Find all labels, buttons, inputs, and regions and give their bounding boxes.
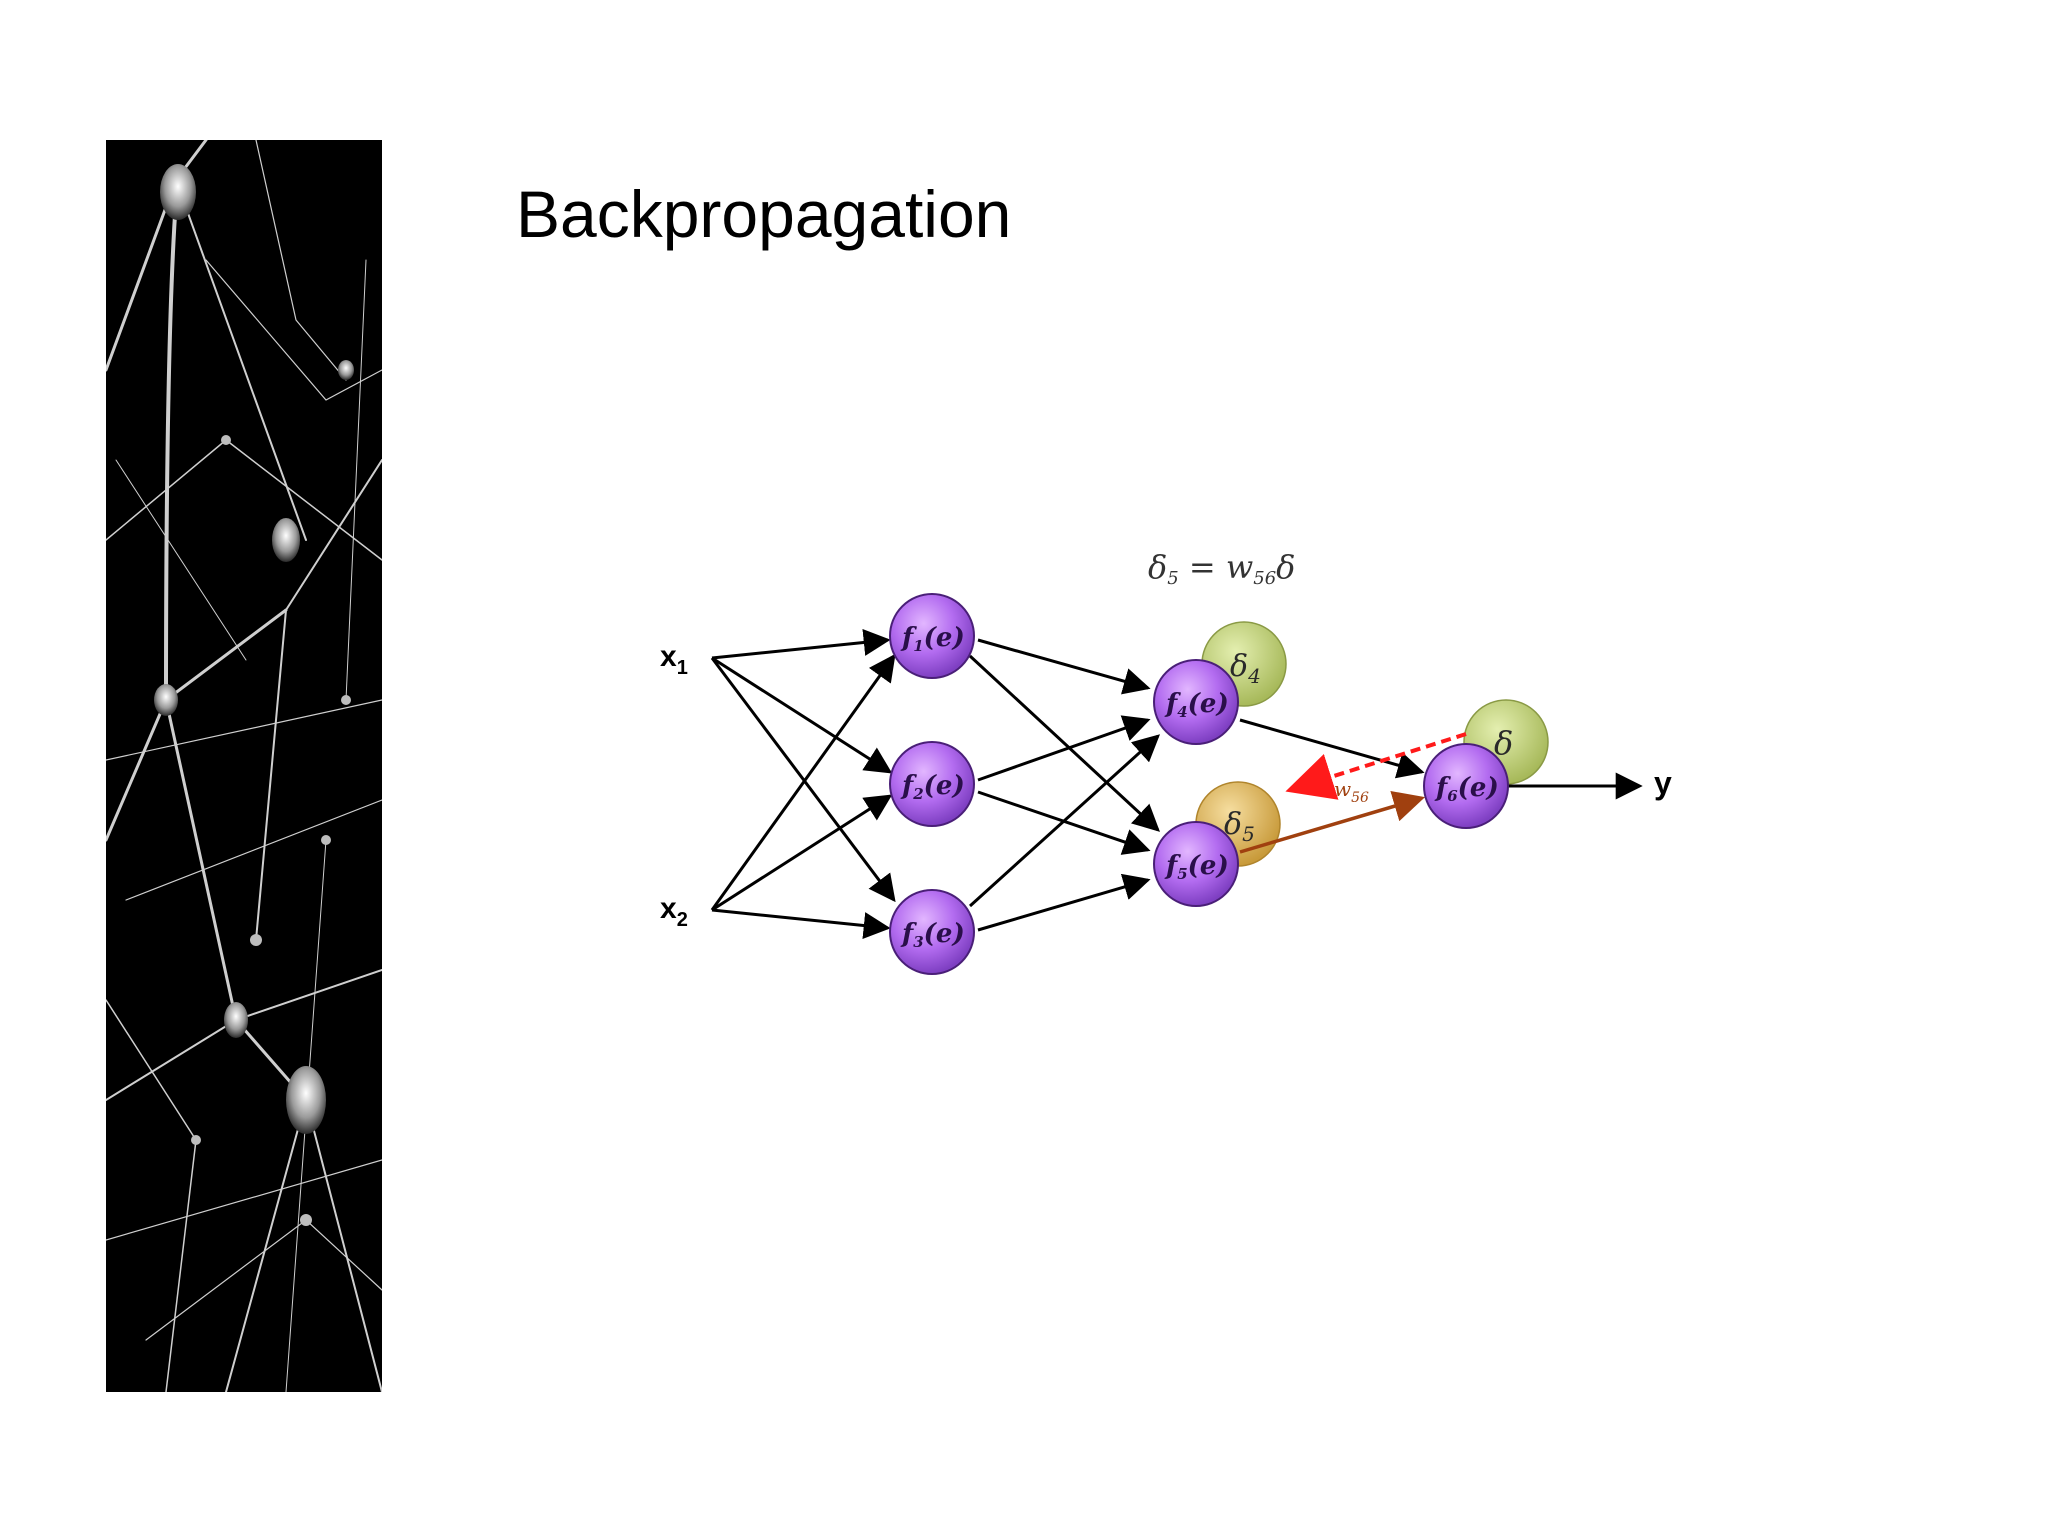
- svg-text:δ5: δ5: [1224, 807, 1255, 846]
- node-f3-arg: (e): [924, 919, 965, 949]
- weight-sub: 56: [1351, 790, 1369, 806]
- svg-text:δ: δ: [1494, 724, 1513, 762]
- input-x1-symbol: x: [660, 640, 677, 673]
- delta-formula: δ5 = w56δ: [1148, 548, 1295, 589]
- input-x2-label: x2: [660, 892, 688, 931]
- delta-4-symbol: δ: [1230, 649, 1248, 684]
- formula-sub1: 5: [1167, 568, 1178, 589]
- node-f1: f1(e): [889, 593, 975, 679]
- node-f3-sub: 3: [913, 933, 923, 951]
- node-f3-f: f: [900, 919, 917, 949]
- node-f2-f: f: [900, 771, 917, 801]
- hidden-edges: [968, 638, 1643, 932]
- edge-x1-f2: [711, 656, 893, 774]
- node-f1-f: f: [900, 623, 917, 653]
- edge-x2-f2: [711, 794, 893, 912]
- edge-f1-f4: [977, 638, 1151, 695]
- edge-x2-f1: [710, 653, 896, 911]
- edge-x1-f3: [710, 657, 896, 903]
- node-f5-sub: 5: [1177, 865, 1187, 883]
- node-f4-sub: 4: [1177, 703, 1187, 721]
- input-edges: [710, 629, 896, 939]
- edge-f2-f4: [977, 715, 1151, 782]
- backprop-network-diagram: δ5 = w56δ δ4 δ5 δ w56: [660, 548, 1672, 975]
- svg-text:f1(e): f1(e): [900, 623, 965, 655]
- edge-x1-f1: [711, 629, 891, 660]
- node-f4-f: f: [1164, 689, 1181, 719]
- weight-label: w56: [1334, 777, 1369, 806]
- input-x2-symbol: x: [660, 892, 677, 925]
- edge-f1-f5: [968, 654, 1160, 832]
- node-f5-f: f: [1164, 851, 1181, 881]
- node-f6-f: f: [1434, 773, 1451, 803]
- node-f3: f3(e): [889, 889, 975, 975]
- svg-text:f6(e): f6(e): [1434, 773, 1499, 805]
- input-x1-label: x1: [660, 640, 688, 679]
- svg-text:f3(e): f3(e): [900, 919, 965, 951]
- backprop-error-arrow: [1285, 732, 1467, 800]
- formula-end: δ: [1276, 548, 1295, 586]
- formula-delta: δ: [1148, 548, 1167, 586]
- input-x1-sub: 1: [677, 657, 688, 679]
- node-f2-arg: (e): [924, 771, 965, 801]
- svg-text:f5(e): f5(e): [1164, 851, 1229, 883]
- output-y-label: y: [1654, 765, 1672, 801]
- node-f6: f6(e): [1423, 743, 1509, 829]
- delta-5-symbol: δ: [1224, 807, 1242, 842]
- node-f4-arg: (e): [1188, 689, 1229, 719]
- node-f6-arg: (e): [1458, 773, 1499, 803]
- node-f1-sub: 1: [913, 637, 923, 655]
- node-f5-arg: (e): [1188, 851, 1229, 881]
- node-f6-sub: 6: [1447, 787, 1458, 805]
- node-f4: f4(e): [1153, 659, 1239, 745]
- weight-symbol: w: [1334, 777, 1351, 801]
- slide-title: Backpropagation: [516, 177, 1012, 251]
- input-x2-sub: 2: [677, 909, 688, 931]
- node-f5: f5(e): [1153, 821, 1239, 907]
- formula-sub2: 56: [1253, 568, 1276, 589]
- svg-text:δ4: δ4: [1230, 649, 1261, 688]
- delta-4-sub: 4: [1247, 664, 1261, 688]
- node-f2-sub: 2: [912, 785, 923, 803]
- node-f2: f2(e): [889, 741, 975, 827]
- neuron-network-image: [106, 140, 382, 1392]
- delta-5-sub: 5: [1242, 822, 1255, 846]
- svg-text:f4(e): f4(e): [1164, 689, 1229, 721]
- delta-output-symbol: δ: [1494, 724, 1513, 762]
- edge-f4-f6: [1239, 718, 1425, 779]
- edge-f3-f5: [977, 873, 1151, 932]
- node-f1-arg: (e): [924, 623, 965, 653]
- edge-f3-f4: [968, 734, 1161, 908]
- edge-x2-f3: [711, 908, 891, 939]
- formula-eq: = w: [1179, 548, 1254, 586]
- svg-text:f2(e): f2(e): [900, 771, 965, 803]
- edge-f5-f6-weight: [1239, 790, 1426, 854]
